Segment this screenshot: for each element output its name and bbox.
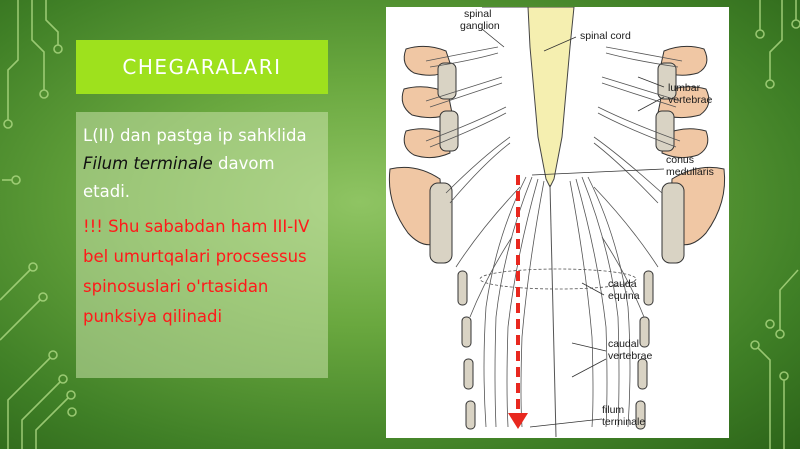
label-caudal-vertebrae: vertebrae (608, 350, 653, 362)
filum-terminale-term: Filum terminale (83, 154, 213, 173)
spinal-anatomy-figure: spinal ganglion spinal cord lumbar verte… (386, 7, 729, 438)
spinal-anatomy-illustration: spinal ganglion spinal cord lumbar verte… (388, 7, 726, 438)
arrow-head (508, 413, 528, 429)
description-paragraph: L(II) dan pastga ip sahklida Filum termi… (83, 122, 320, 206)
label-terminale: terminale (602, 416, 645, 428)
label-lumbar-vertebrae: vertebrae (668, 94, 713, 106)
label-spinal: spinal (464, 8, 491, 20)
title-box: CHEGARALARI (76, 40, 328, 94)
content-box: L(II) dan pastga ip sahklida Filum termi… (76, 112, 328, 378)
description-text-end: davom etadi. (83, 154, 275, 201)
label-conus: conus (666, 154, 694, 166)
label-ganglion: ganglion (460, 20, 500, 32)
label-lumbar: lumbar (668, 82, 701, 94)
label-cauda: cauda (608, 278, 637, 290)
label-caudal: caudal (608, 338, 639, 350)
label-spinal-cord: spinal cord (580, 30, 631, 42)
warning-paragraph: !!! Shu sababdan ham III-IV bel umurtqal… (83, 217, 310, 326)
label-equina: equina (608, 290, 640, 302)
label-medullaris: medullaris (666, 166, 714, 178)
label-filum: filum (602, 404, 624, 416)
description-text-start: L(II) dan pastga ip sahklida (83, 126, 307, 145)
slide-title: CHEGARALARI (122, 55, 282, 79)
